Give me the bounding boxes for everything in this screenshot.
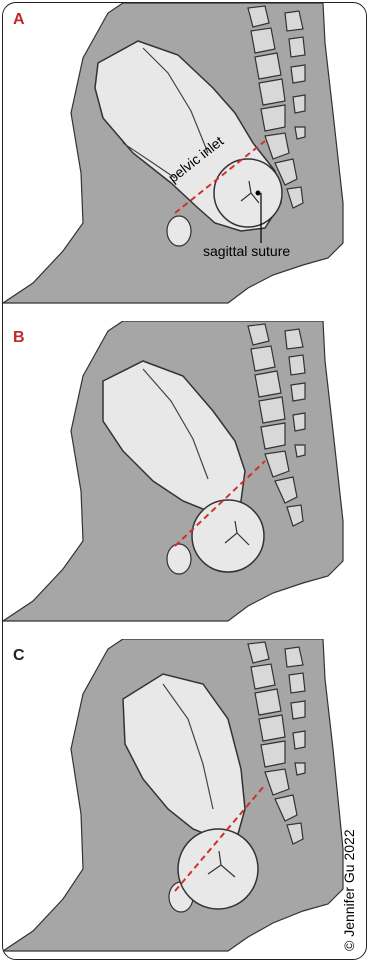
panel-a: A pelvic inlet sagittal suture — [3, 3, 367, 313]
panel-c-letter: C — [13, 647, 25, 665]
panel-b: B — [3, 321, 367, 631]
panel-c-illustration — [3, 639, 367, 960]
sagittal-suture-label: sagittal suture — [203, 243, 290, 259]
figure-frame: A pelvic inlet sagittal suture — [2, 2, 367, 960]
panel-b-illustration — [3, 321, 367, 631]
panel-a-letter: A — [13, 11, 25, 29]
copyright-text: © Jennifer Gu 2022 — [341, 829, 357, 951]
panel-c: C — [3, 639, 367, 949]
panel-b-letter: B — [13, 329, 25, 347]
